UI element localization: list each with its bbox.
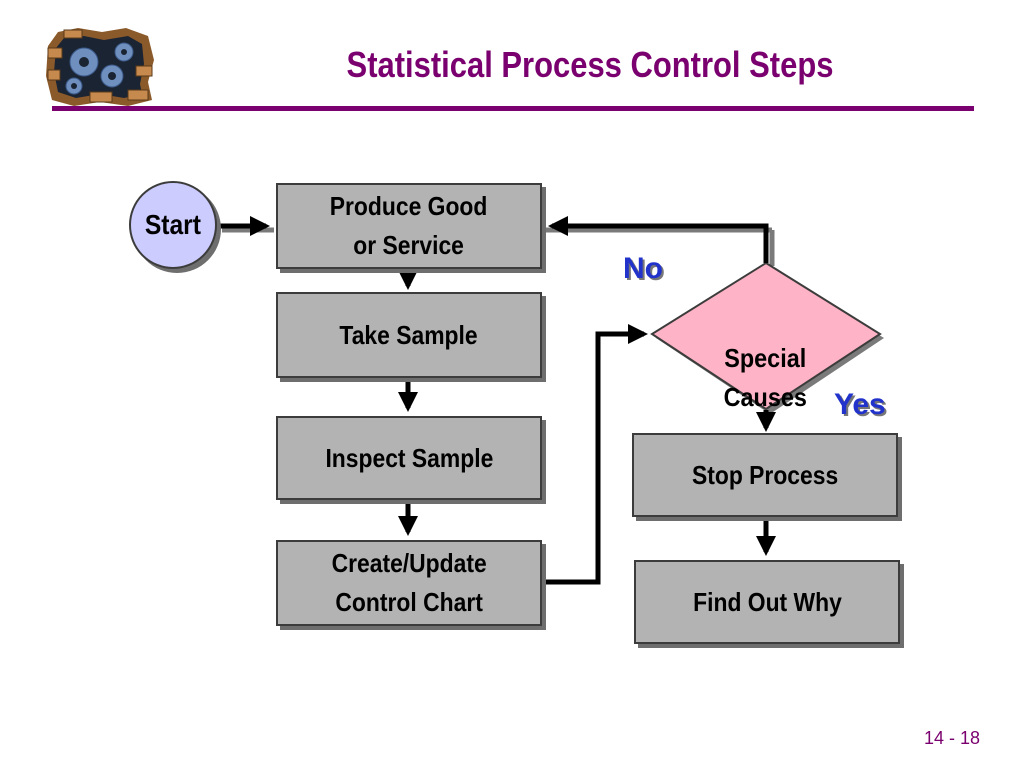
produce-good-box: Produce Good or Service: [276, 183, 542, 269]
produce-good-label: Produce Good or Service: [330, 191, 488, 260]
yes-label: Yes: [834, 388, 886, 421]
inspect-sample-box: Inspect Sample: [276, 416, 542, 500]
arrow-no-loop: [548, 216, 769, 263]
decision-diamond: [650, 261, 882, 411]
page-number: 14 - 18: [923, 728, 980, 748]
decision-label: Special Causes: [723, 343, 807, 412]
create-update-label: Create/Update Control Chart: [331, 548, 487, 617]
slide-title: Statistical Process Control Steps: [346, 44, 834, 85]
inspect-sample-label: Inspect Sample: [325, 442, 493, 473]
gears-in-brick-wall-icon: [46, 28, 154, 106]
find-out-why-box: Find Out Why: [634, 560, 900, 644]
find-out-why-label: Find Out Why: [692, 586, 842, 617]
stop-process-box: Stop Process: [632, 433, 898, 517]
title-divider: [52, 106, 974, 111]
start-node: Start: [129, 181, 217, 269]
no-label: No: [623, 252, 663, 285]
start-label: Start: [144, 209, 202, 240]
stop-process-label: Stop Process: [691, 459, 839, 490]
arrow-create-to-decision: [544, 324, 648, 585]
decision-text: Special Causes: [690, 300, 840, 417]
take-sample-box: Take Sample: [276, 292, 542, 378]
create-update-box: Create/Update Control Chart: [276, 540, 542, 626]
take-sample-label: Take Sample: [339, 319, 479, 350]
